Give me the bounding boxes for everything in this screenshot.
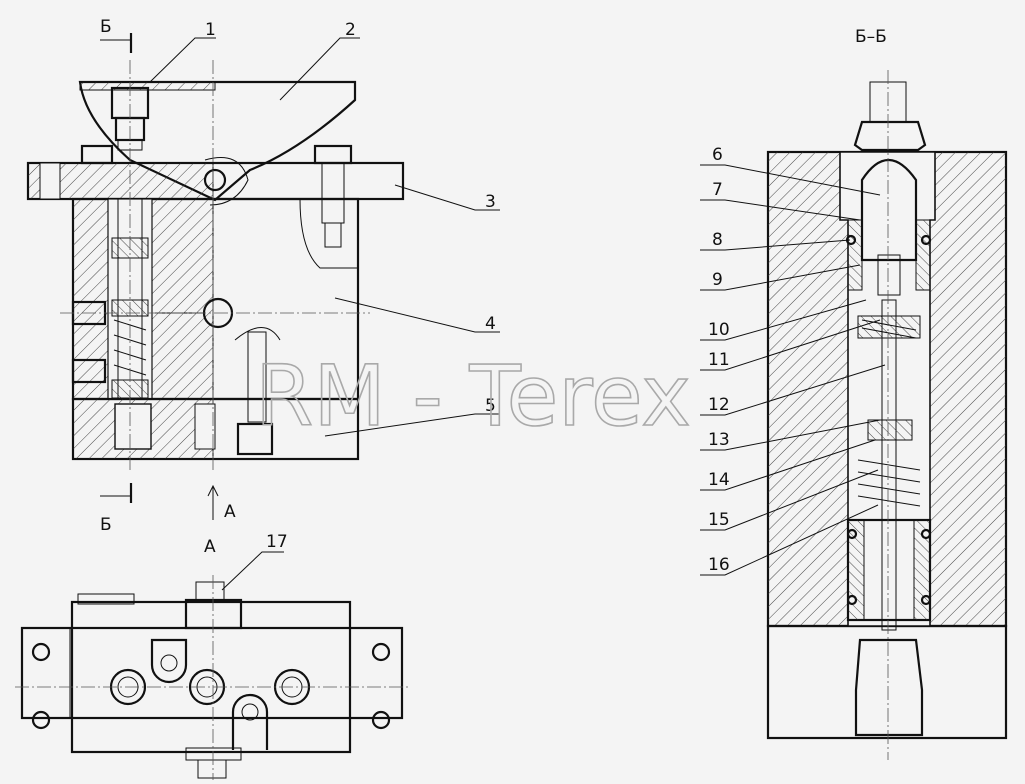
callout-3: 3	[485, 192, 496, 212]
callout-15: 15	[708, 510, 730, 530]
section-b-b	[766, 70, 1008, 760]
callout-4: 4	[485, 314, 496, 334]
callout-11: 11	[708, 350, 730, 370]
callout-1: 1	[205, 20, 216, 40]
callout-10: 10	[708, 320, 730, 340]
callout-14: 14	[708, 470, 730, 490]
callout-12: 12	[708, 395, 730, 415]
section-mark-top: Б	[100, 17, 112, 37]
view-a-title: А	[204, 537, 216, 557]
front-view-leaders	[149, 37, 500, 437]
callout-13: 13	[708, 430, 730, 450]
view-arrow-label: А	[224, 502, 236, 522]
section-title: Б–Б	[855, 27, 887, 47]
callout-6: 6	[712, 145, 723, 165]
section-mark-bottom: Б	[100, 515, 112, 535]
callout-8: 8	[712, 230, 723, 250]
callout-16: 16	[708, 555, 730, 575]
callout-2: 2	[345, 20, 356, 40]
callout-5: 5	[485, 396, 496, 416]
front-view	[26, 33, 405, 520]
watermark-text: RM - Terex	[255, 347, 691, 445]
callout-9: 9	[712, 270, 723, 290]
callout-7: 7	[712, 180, 723, 200]
callout-17: 17	[266, 532, 288, 552]
section-leaders	[700, 164, 886, 576]
view-a	[15, 551, 410, 780]
